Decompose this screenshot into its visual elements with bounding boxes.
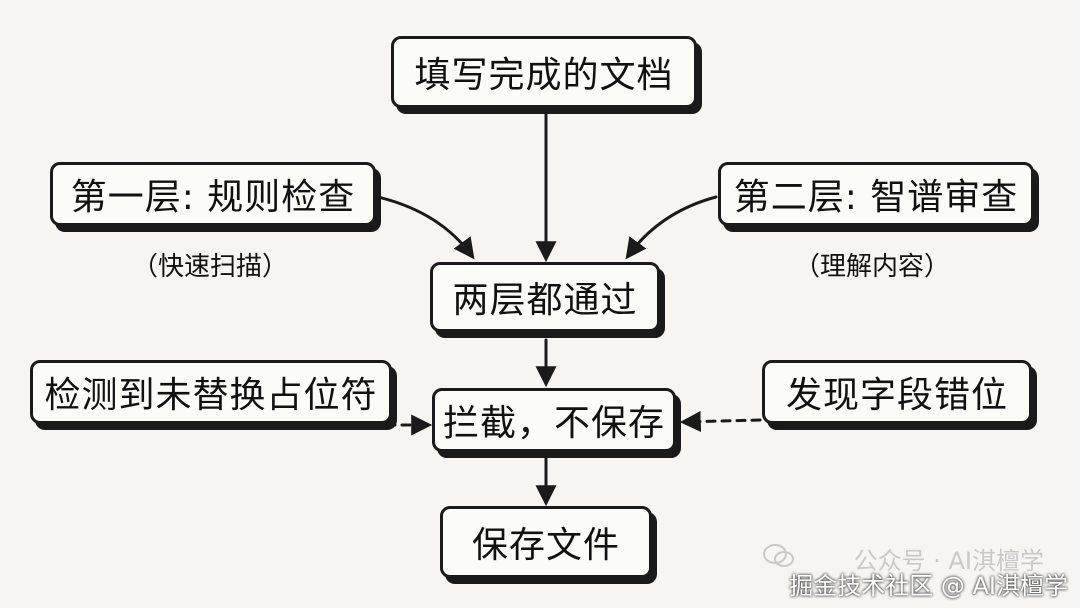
note-quick-scan: （快速扫描） xyxy=(132,252,289,282)
node-block-no-save: 拦截，不保存 xyxy=(432,388,676,452)
arrow-layer2-to-both xyxy=(625,195,718,260)
node-field-misalignment: 发现字段错位 xyxy=(762,360,1032,424)
node-filled-document: 填写完成的文档 xyxy=(391,36,697,108)
node-both-passed: 两层都通过 xyxy=(430,262,660,332)
wechat-icon xyxy=(763,544,794,567)
node-placeholder-detected: 检测到未替换占位符 xyxy=(30,360,392,424)
watermark-juejin: 掘金技术社区 @ AI淇檀学 xyxy=(789,572,1068,600)
arrow-layer1-to-both xyxy=(376,195,475,260)
node-save-file: 保存文件 xyxy=(440,506,652,578)
watermark-wechat-account: 公众号 · AI淇檀学 xyxy=(853,547,1044,575)
dashed-arrow-misalign-to-block xyxy=(679,411,762,433)
node-layer1-rule-check: 第一层: 规则检查 xyxy=(50,162,376,226)
node-layer2-zhipu-review: 第二层: 智谱审查 xyxy=(718,162,1034,226)
note-understand-content: （理解内容） xyxy=(794,252,951,282)
